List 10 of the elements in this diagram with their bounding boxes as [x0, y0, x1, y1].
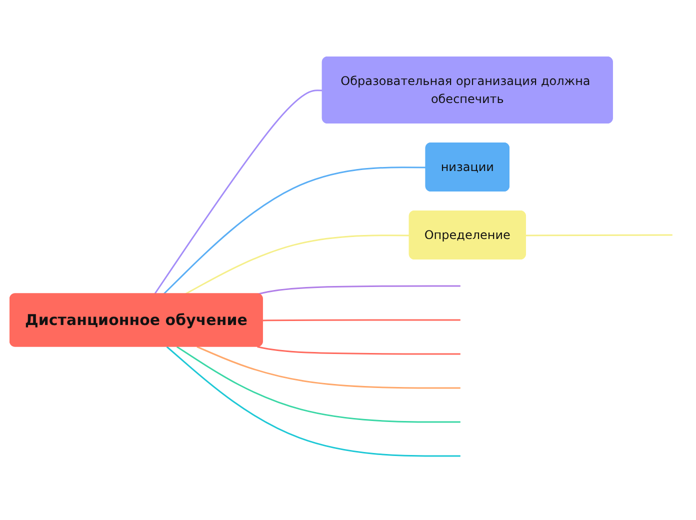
branch-line: [176, 346, 460, 423]
branch-line: [262, 319, 460, 322]
branch-line: [166, 346, 460, 457]
branch-line: [154, 90, 323, 295]
branch-line: [256, 285, 460, 295]
branch-line: [526, 234, 672, 236]
branch-line: [162, 166, 426, 295]
branch-line: [256, 346, 460, 355]
branch-line: [196, 346, 460, 389]
branch-line: [184, 234, 410, 295]
